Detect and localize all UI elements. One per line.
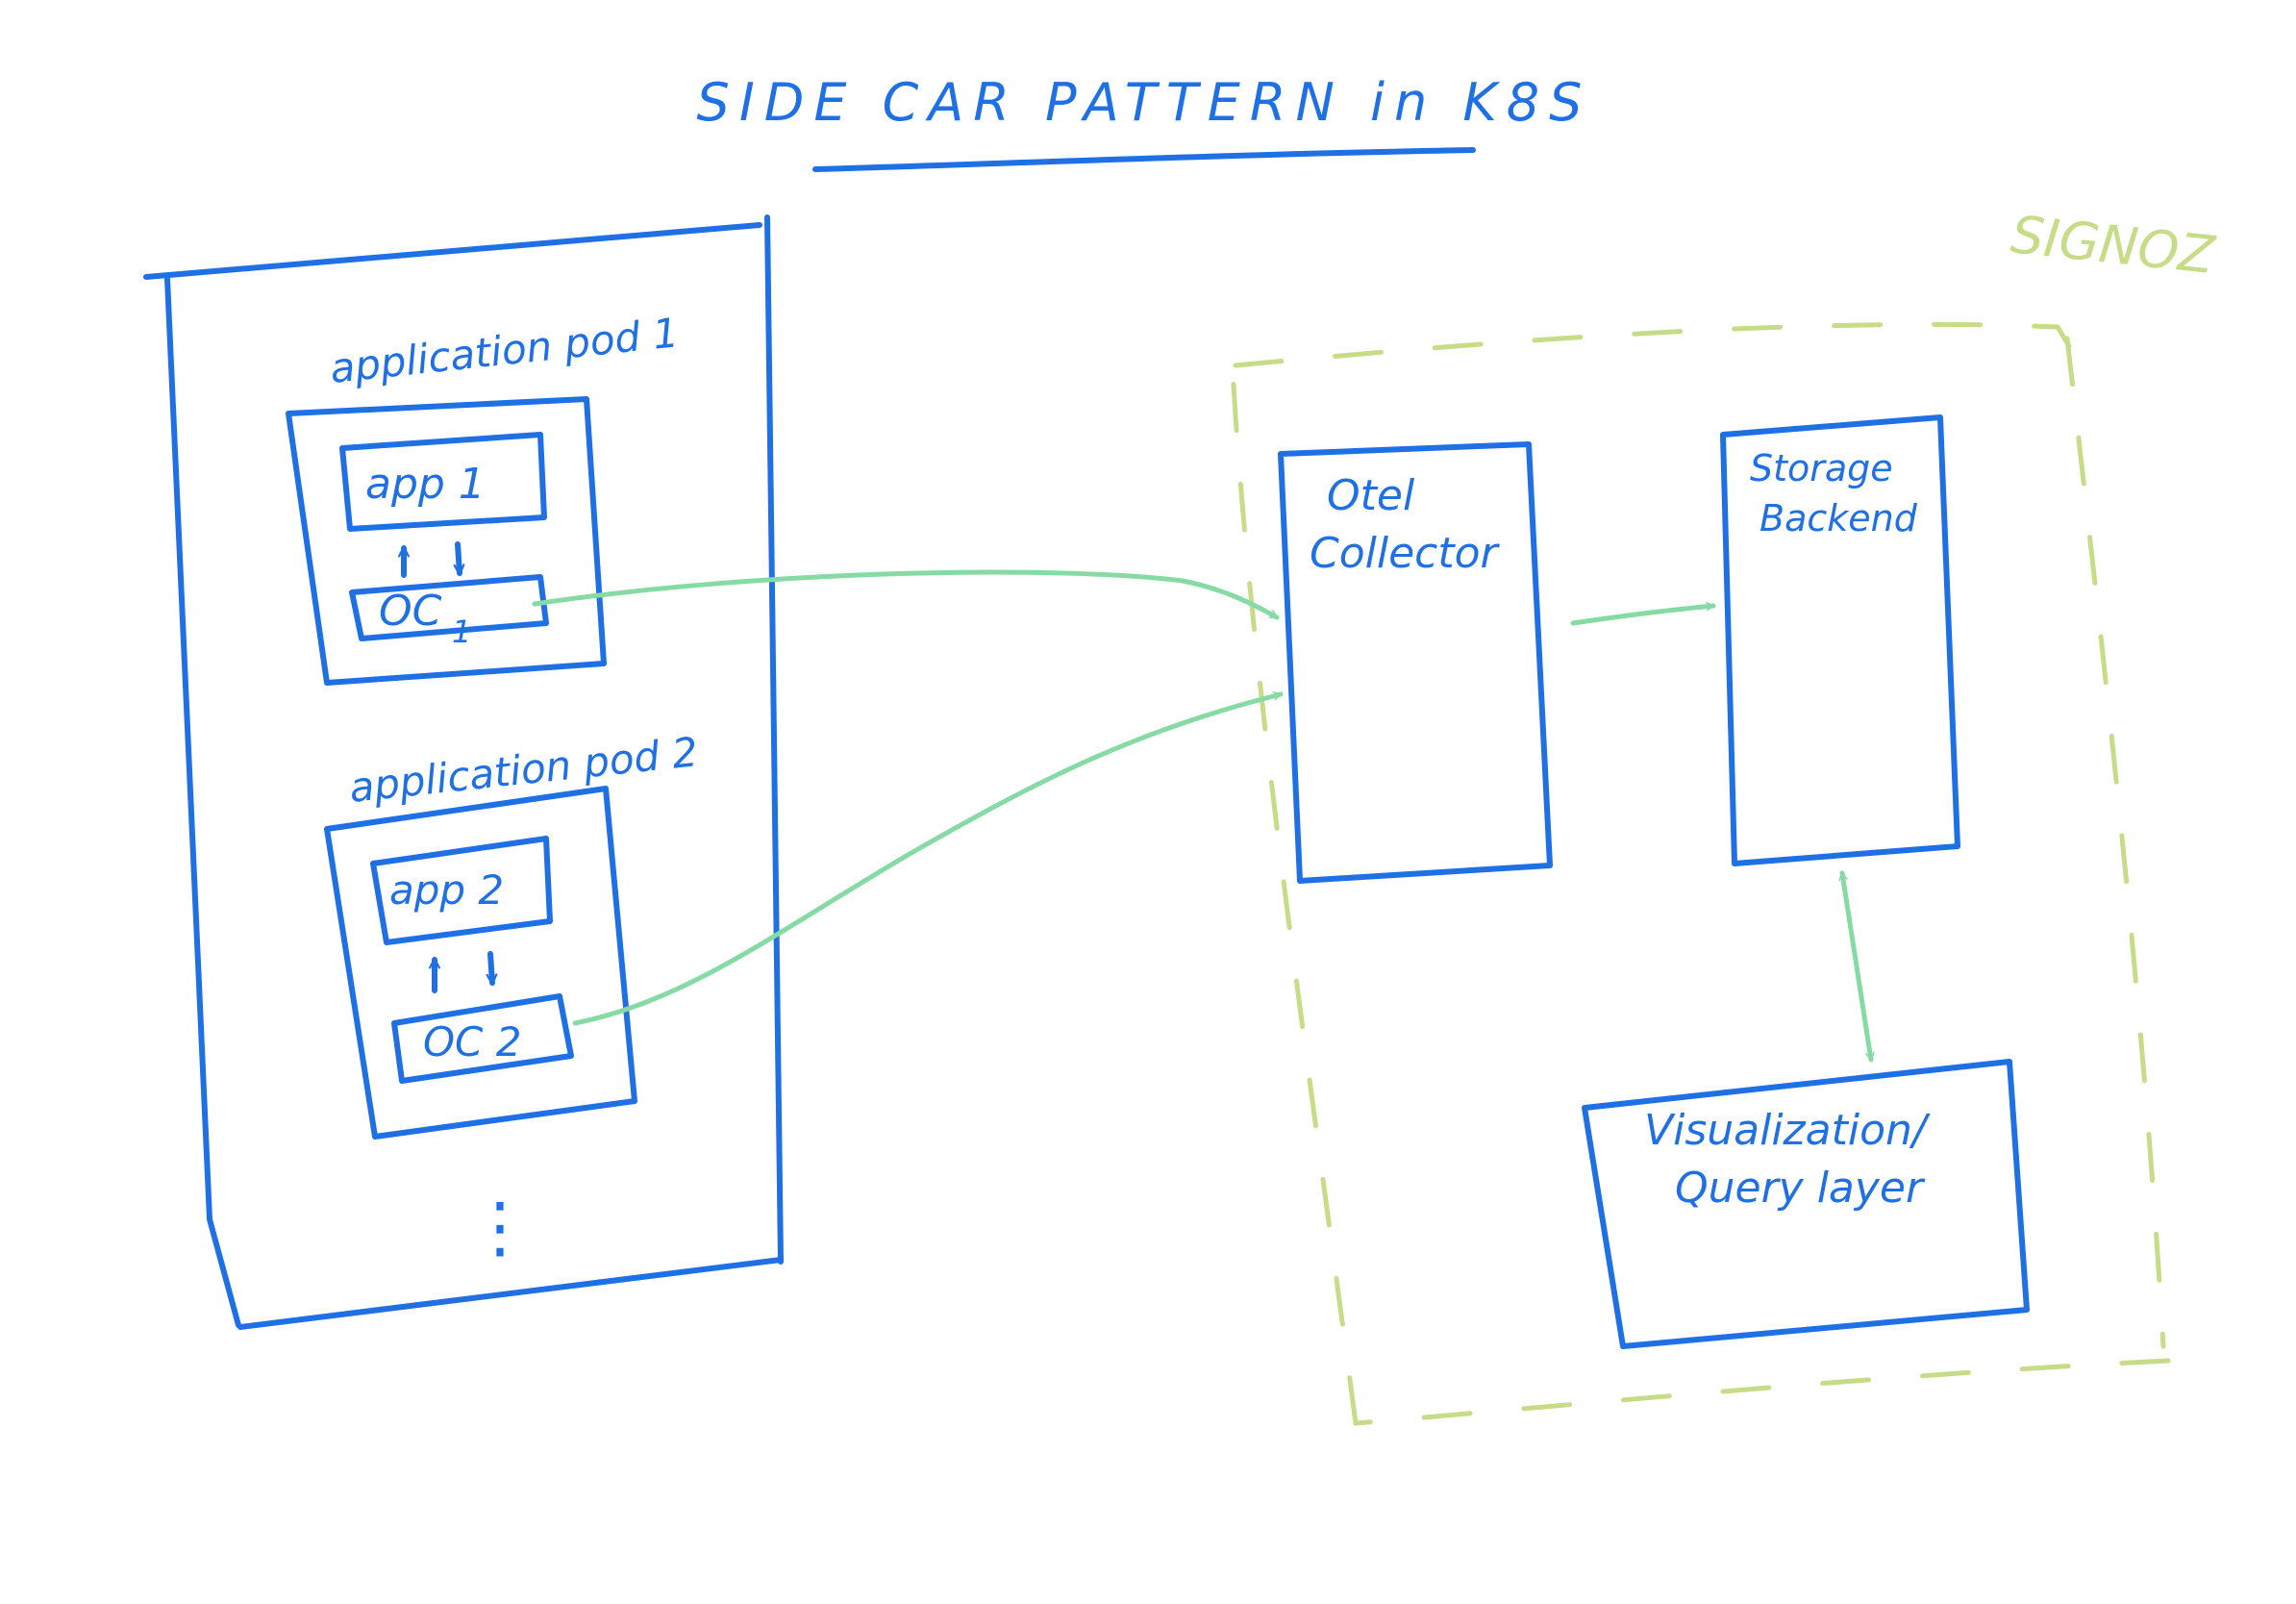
application-pod-1: application pod 1 app 1 OC 1 [286,309,681,686]
visualization-box [1582,1059,2030,1349]
application-pod-2: application pod 2 app 2 OC 2 [324,728,700,1140]
k8s-node-box [143,214,784,1330]
oc-2-box [391,993,574,1084]
pod-1-label: application pod 1 [328,309,681,392]
oc-1-label: OC [379,587,442,636]
title-underline [812,147,1476,172]
visualization-line-2: Query layer [1675,1164,1926,1213]
diagram-title: SIDE CAR PATTERN in K8S [697,72,1592,133]
oc-2-label: OC 2 [423,1018,521,1065]
visualization-line-1: Visualization/ [1644,1106,1931,1155]
app-1-label: app 1 [365,460,486,509]
visualization-query-layer: Visualization/ Query layer [1582,1059,2030,1349]
storage-backend-box [1720,414,1960,866]
storage-backend: Storage Backend [1720,414,1960,866]
pod-1-down-arrow [453,541,465,577]
otel-collector-box [1278,441,1553,884]
more-pods-ellipsis: ⋮ [466,1188,534,1266]
app-2-box [370,836,553,945]
oc-1-box [349,574,549,641]
signoz-label: SIGNOZ [2009,204,2218,286]
pod-1-box [286,396,607,686]
oc2-to-collector-arrow [572,694,1281,1026]
oc1-to-collector-arrow [532,569,1280,620]
otel-collector: Otel Collector [1278,441,1553,884]
otel-collector-line-2: Collector [1310,529,1501,578]
storage-visualization-arrow [1842,873,1871,1060]
otel-collector-line-1: Otel [1327,471,1415,520]
collector-to-storage-arrow [1570,606,1716,626]
app-2-label: app 2 [389,866,504,914]
pod-2-down-arrow [486,951,498,987]
pod-2-box [324,786,637,1140]
oc-1-subscript: 1 [452,614,471,650]
signoz-boundary [1230,321,2171,1426]
app-1-box [339,432,547,532]
storage-backend-line-2: Backend [1759,497,1918,539]
storage-backend-line-1: Storage [1750,447,1893,489]
